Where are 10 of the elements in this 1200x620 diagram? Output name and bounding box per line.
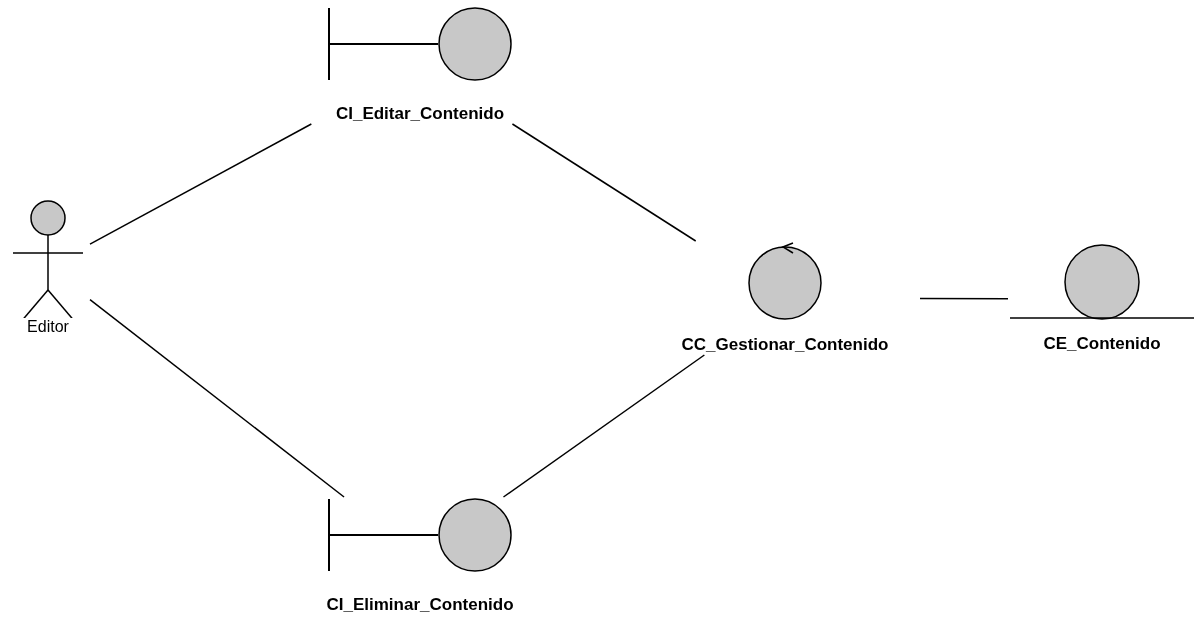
association-line: [89, 123, 313, 245]
object-name: CI_Eliminar_Contenido: [326, 595, 514, 615]
association-line: [919, 297, 1009, 300]
association-line: [502, 354, 706, 498]
object-name: Editor: [27, 318, 69, 336]
association-line: [89, 298, 345, 498]
object-name: CE_Contenido: [1043, 334, 1161, 354]
object-name: CI_Editar_Contenido: [335, 104, 505, 124]
association-line: [511, 123, 697, 242]
object-name: CC_Gestionar_Contenido: [681, 335, 889, 355]
